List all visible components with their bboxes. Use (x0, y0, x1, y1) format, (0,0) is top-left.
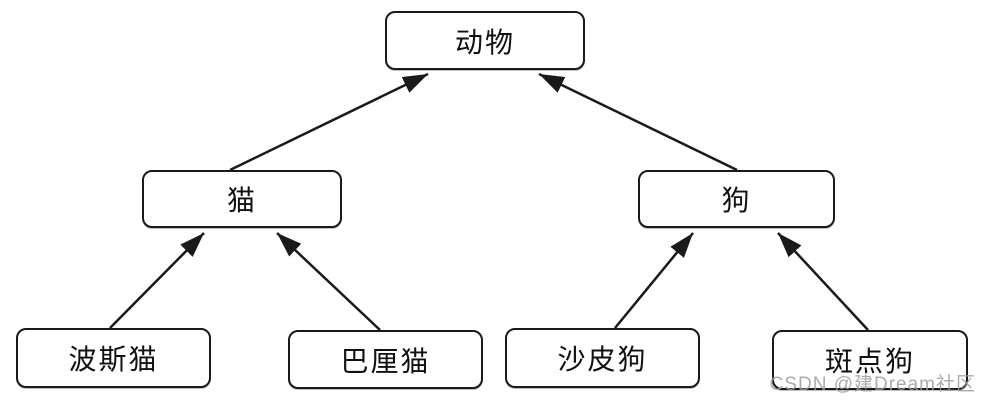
node-dog: 狗 (638, 170, 835, 228)
node-animal: 动物 (385, 11, 585, 70)
edge-shar-pei-dog-to-dog (614, 232, 694, 329)
node-dalmatian-dog: 斑点狗 (772, 330, 968, 390)
node-balinese-cat: 巴厘猫 (288, 330, 483, 389)
edge-cat-to-animal (229, 72, 429, 172)
edge-dalmatian-dog-to-dog (777, 232, 869, 331)
edge-persian-cat-to-cat (109, 232, 205, 329)
edge-balinese-cat-to-cat (276, 232, 381, 331)
edge-dog-to-animal (538, 72, 738, 172)
node-persian-cat: 波斯猫 (16, 328, 211, 388)
node-shar-pei-dog: 沙皮狗 (505, 328, 700, 388)
node-cat: 猫 (142, 170, 342, 228)
